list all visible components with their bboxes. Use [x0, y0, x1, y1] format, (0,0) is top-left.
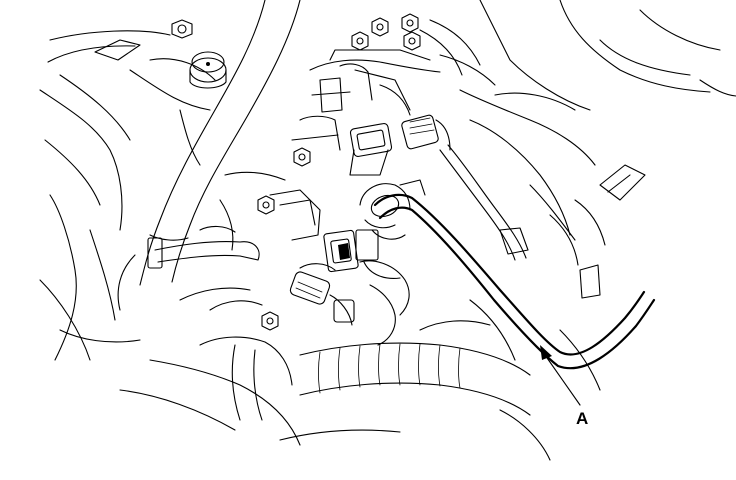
bottom-right-sweep: [469, 299, 601, 461]
sensor-stack: [291, 63, 411, 151]
bolt-top-left: [171, 19, 193, 39]
bolt-lower-left: [261, 311, 279, 331]
right-wiring: [439, 144, 576, 261]
top-bolts: [351, 13, 421, 51]
upper-manifold: [309, 19, 496, 86]
upper-left-frame: [39, 30, 216, 231]
left-pipe: [147, 225, 260, 269]
right-bracket: [549, 164, 646, 299]
left-housing: [39, 194, 141, 361]
bracket-mid: [219, 171, 321, 251]
callout-A-leader: [540, 345, 581, 406]
right-upper-cover: [459, 0, 736, 236]
bolt-mid-left: [293, 147, 311, 167]
hose-A: [359, 179, 656, 370]
callout-A-label: A: [576, 409, 588, 428]
ribbed-hose: [279, 320, 531, 441]
lower-frame: [119, 287, 301, 446]
connector-pair-upper: [349, 114, 451, 176]
center-connectors: [289, 229, 410, 346]
mount-boss: [189, 51, 227, 89]
